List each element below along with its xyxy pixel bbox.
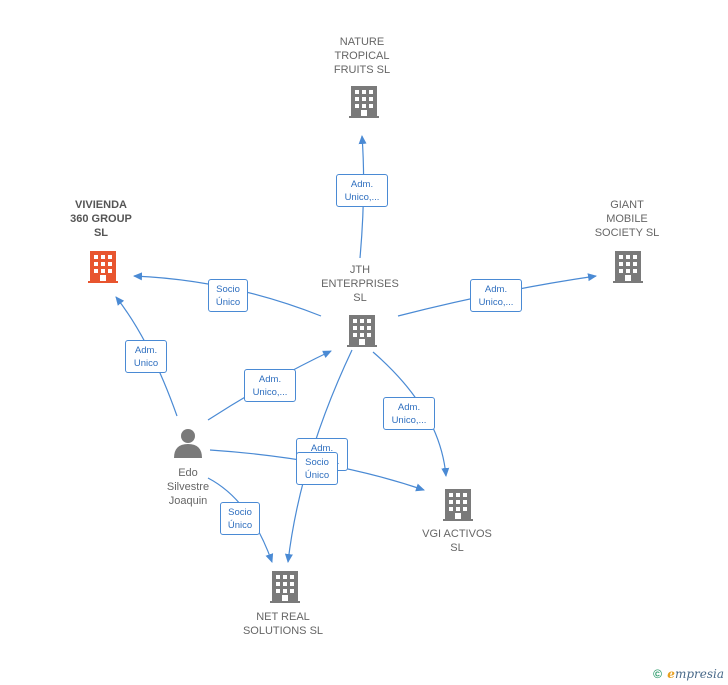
edge-label-edo-vivienda[interactable]: Adm. Unico: [125, 340, 167, 373]
building-icon[interactable]: [443, 489, 473, 521]
building-icon[interactable]: [347, 315, 377, 347]
copyright-symbol: ©: [653, 667, 662, 681]
node-label-giant-mobile-society[interactable]: GIANT MOBILE SOCIETY SL: [594, 199, 660, 239]
edge-label-edo-vgi[interactable]: Socio Único: [296, 452, 338, 485]
building-icon[interactable]: [88, 251, 118, 283]
node-label-nature-tropical-fruits[interactable]: NATURE TROPICAL FRUITS SL: [333, 36, 391, 76]
edge-label-edo-jth[interactable]: Adm. Unico,...: [244, 369, 296, 402]
node-label-jth-enterprises[interactable]: JTH ENTERPRISES SL: [321, 264, 399, 304]
building-icon[interactable]: [613, 251, 643, 283]
brand-name: mpresia: [674, 667, 724, 681]
edge-label-jth-vivienda[interactable]: Socio Único: [208, 279, 248, 312]
edge-label-edo-netreal[interactable]: Socio Único: [220, 502, 260, 535]
edge-label-jth-giant[interactable]: Adm. Unico,...: [470, 279, 522, 312]
node-label-edo-silvestre-joaquin[interactable]: Edo Silvestre Joaquin: [166, 467, 210, 507]
building-icon[interactable]: [270, 571, 300, 603]
edge-label-jth-vgi[interactable]: Adm. Unico,...: [383, 397, 435, 430]
edge-label-jth-nature[interactable]: Adm. Unico,...: [336, 174, 388, 207]
node-label-net-real-solutions[interactable]: NET REAL SOLUTIONS SL: [242, 611, 324, 637]
node-label-vgi-activos[interactable]: VGI ACTIVOS SL: [422, 528, 492, 554]
empresia-logo: © empresia: [653, 667, 724, 681]
person-icon[interactable]: [174, 429, 202, 458]
building-icon[interactable]: [349, 86, 379, 118]
brand-initial: e: [667, 667, 675, 681]
node-label-vivienda-360-group[interactable]: VIVIENDA 360 GROUP SL: [70, 199, 132, 239]
